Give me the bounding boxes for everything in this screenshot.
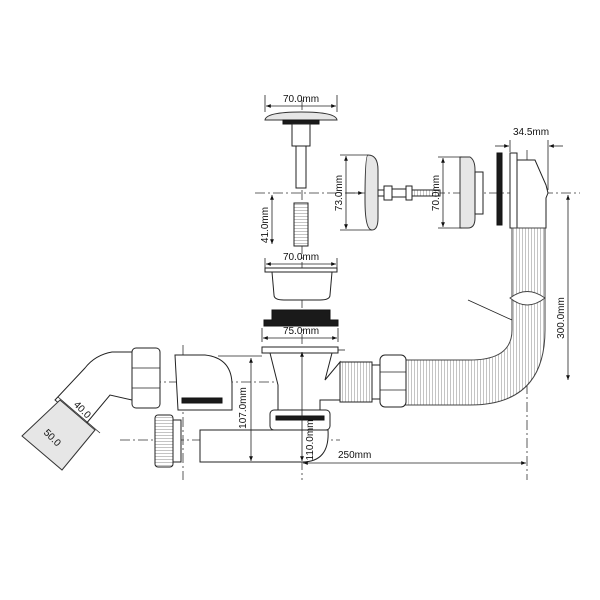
strainer: 70.0mm: [264, 252, 338, 301]
label-strainer-width: 70.0mm: [283, 252, 319, 263]
label-overflow-depth: 34.5mm: [513, 127, 549, 138]
overflow-body: 70.0mm: [431, 156, 484, 229]
label-threaded-stem-length: 41.0mm: [260, 207, 271, 243]
dim-plug-cap: 70.0mm: [264, 94, 338, 112]
dim-trap-height: 107.0mm: [218, 355, 262, 461]
label-overflow-body-height: 70.0mm: [431, 175, 442, 211]
label-trap-height: 107.0mm: [238, 387, 249, 429]
gasket: 75.0mm: [261, 309, 339, 342]
dim-drain-height: 110.0mm: [300, 349, 345, 461]
label-gasket-width: 75.0mm: [283, 326, 319, 337]
label-horizontal-distance: 250mm: [338, 450, 371, 461]
flexible-hose: [404, 227, 546, 406]
threaded-stem: 41.0mm: [260, 195, 309, 247]
drain-body: [154, 346, 341, 468]
overflow-elbow: 34.5mm: [495, 127, 563, 229]
outlet-elbow: 40.0 50.0: [21, 347, 161, 471]
plug-cap: [264, 111, 338, 189]
dim-overflow-height: 300.0mm: [556, 195, 570, 380]
label-drain-height: 110.0mm: [305, 420, 316, 461]
label-overflow-height: 300.0mm: [556, 297, 567, 339]
hose-nut: [339, 354, 407, 408]
label-plug-cap-width: 70.0mm: [283, 94, 319, 105]
overflow-cover: 73.0mm: [334, 154, 379, 231]
label-overflow-cover-height: 73.0mm: [334, 175, 345, 211]
overflow-bolt: [377, 185, 441, 201]
dim-horizontal-distance: 250mm: [303, 450, 526, 465]
